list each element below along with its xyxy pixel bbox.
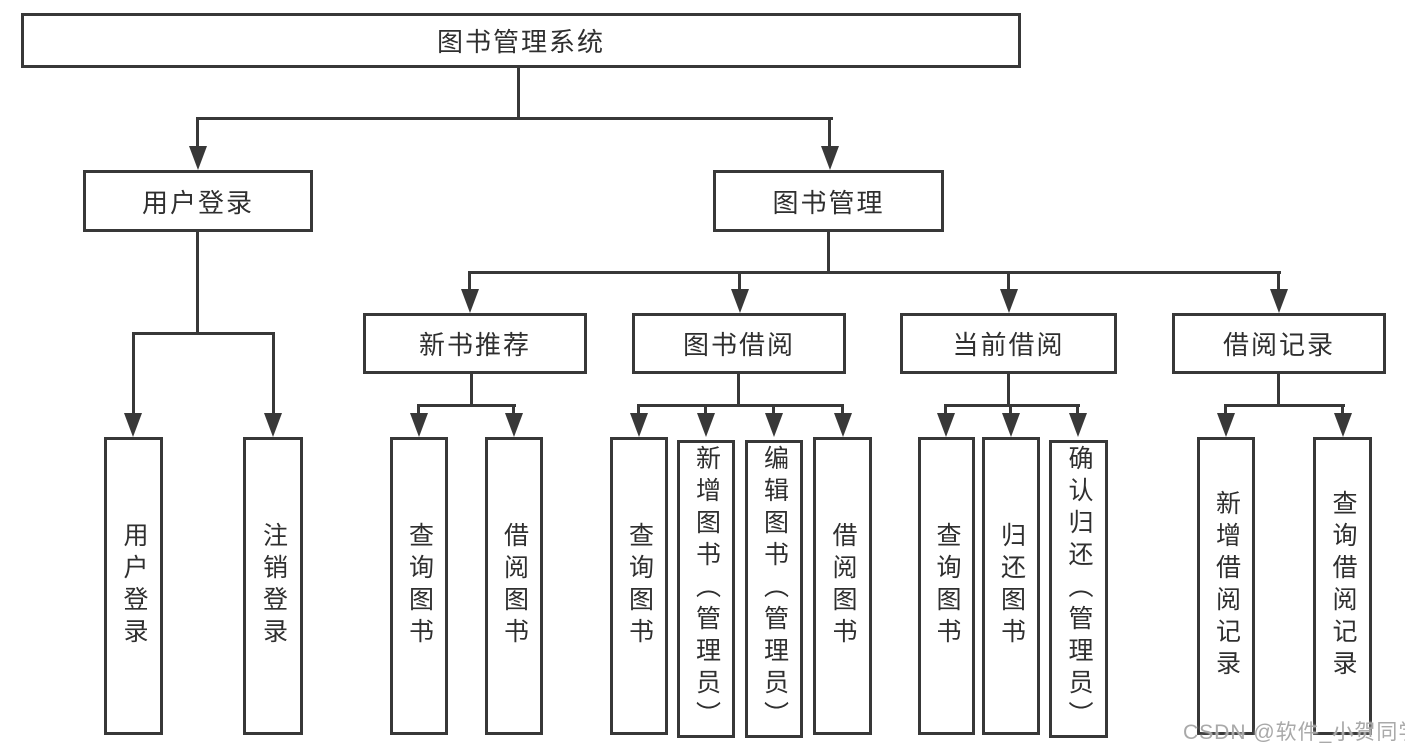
leaf-logout: 注销登录 [243,437,303,735]
leaf-label: 注销登录 [259,522,288,650]
node-book-borrowing: 图书借阅 [632,313,846,374]
arrow-leaf [697,413,715,437]
connector-leaf [1341,404,1344,416]
arrow-to-new-book [461,289,479,313]
connector-level2-branch [197,117,833,120]
arrow-to-current-borrow [1000,289,1018,313]
leaf-label: 确认归还（管理员） [1065,445,1093,733]
connector-user-login-stem [196,232,199,335]
connector-level3-branch [468,271,1281,274]
arrow-leaf [1002,413,1020,437]
leaf-search-books-2: 查询图书 [610,437,668,735]
leaf-label: 查询图书 [625,522,654,650]
arrow-to-user-login [189,146,207,170]
node-book-management: 图书管理 [713,170,944,232]
connector-book-borrow-branch [637,404,844,407]
connector-new-book-branch [417,404,516,407]
connector-leaf [512,404,515,416]
arrow-leaf [1334,413,1352,437]
connector-to-leaf-logout [272,332,275,414]
leaf-search-books-1: 查询图书 [390,437,448,735]
connector-leaf [1076,404,1079,416]
leaf-label: 用户登录 [120,522,148,650]
leaf-label: 查询借阅记录 [1329,490,1357,682]
leaf-edit-books-admin: 编辑图书（管理员） [745,440,803,738]
leaf-borrow-books-1: 借阅图书 [485,437,543,735]
arrow-to-book-mgmt [821,146,839,170]
leaf-label: 归还图书 [997,522,1026,650]
csdn-watermark: CSDN @软件_小贺同学 [1183,721,1405,744]
connector-leaf [1009,404,1012,416]
connector-current-borrow-branch [944,404,1080,407]
connector-leaf [1224,404,1227,416]
arrow-leaf [505,413,523,437]
leaf-label: 借阅图书 [500,522,529,650]
connector-to-user-login [196,117,199,148]
connector-leaf [704,404,707,416]
arrow-leaf [765,413,783,437]
arrow-to-leaf-login [124,413,142,437]
connector-new-book-stem [470,374,473,407]
connector-book-mgmt-stem [827,232,830,274]
leaf-confirm-return-admin: 确认归还（管理员） [1049,440,1108,738]
connector-leaf [417,404,420,416]
connector-leaf [944,404,947,416]
arrow-to-book-borrow [731,289,749,313]
leaf-search-borrow-record: 查询借阅记录 [1313,437,1372,735]
node-current-borrowing: 当前借阅 [900,313,1117,374]
connector-book-borrow-stem [737,374,740,407]
node-new-book-recommend: 新书推荐 [363,313,587,374]
leaf-borrow-books-2: 借阅图书 [813,437,872,735]
connector-borrow-record-stem [1277,374,1280,407]
connector-to-leaf-login [132,332,135,414]
leaf-return-books: 归还图书 [982,437,1040,735]
arrow-to-leaf-logout [264,413,282,437]
connector-user-login-branch [132,332,275,335]
arrow-leaf [1217,413,1235,437]
arrow-leaf [937,413,955,437]
node-borrowing-records: 借阅记录 [1172,313,1386,374]
leaf-add-books-admin: 新增图书（管理员） [677,440,735,738]
connector-current-borrow-stem [1007,374,1010,407]
connector-to-current-borrow [1007,271,1010,291]
leaf-label: 新增图书（管理员） [692,445,721,733]
leaf-user-login: 用户登录 [104,437,163,735]
connector-root-stem [517,68,520,118]
connector-borrow-record-branch [1224,404,1345,407]
node-root-library-system: 图书管理系统 [21,13,1021,68]
leaf-label: 查询图书 [405,522,434,650]
arrow-leaf [834,413,852,437]
connector-to-book-mgmt [828,117,831,148]
arrow-leaf [1069,413,1087,437]
leaf-label: 编辑图书（管理员） [760,445,789,733]
connector-to-new-book [468,271,471,291]
arrow-to-borrow-record [1270,289,1288,313]
leaf-label: 借阅图书 [829,522,857,650]
connector-leaf [772,404,775,416]
connector-leaf [841,404,844,416]
leaf-add-borrow-record: 新增借阅记录 [1197,437,1255,735]
arrow-leaf [630,413,648,437]
leaf-search-books-3: 查询图书 [918,437,975,735]
leaf-label: 查询图书 [933,522,961,650]
node-user-login: 用户登录 [83,170,313,232]
connector-to-book-borrow [738,271,741,291]
connector-to-borrow-record [1277,271,1280,291]
leaf-label: 新增借阅记录 [1212,490,1241,682]
connector-leaf [637,404,640,416]
arrow-leaf [410,413,428,437]
